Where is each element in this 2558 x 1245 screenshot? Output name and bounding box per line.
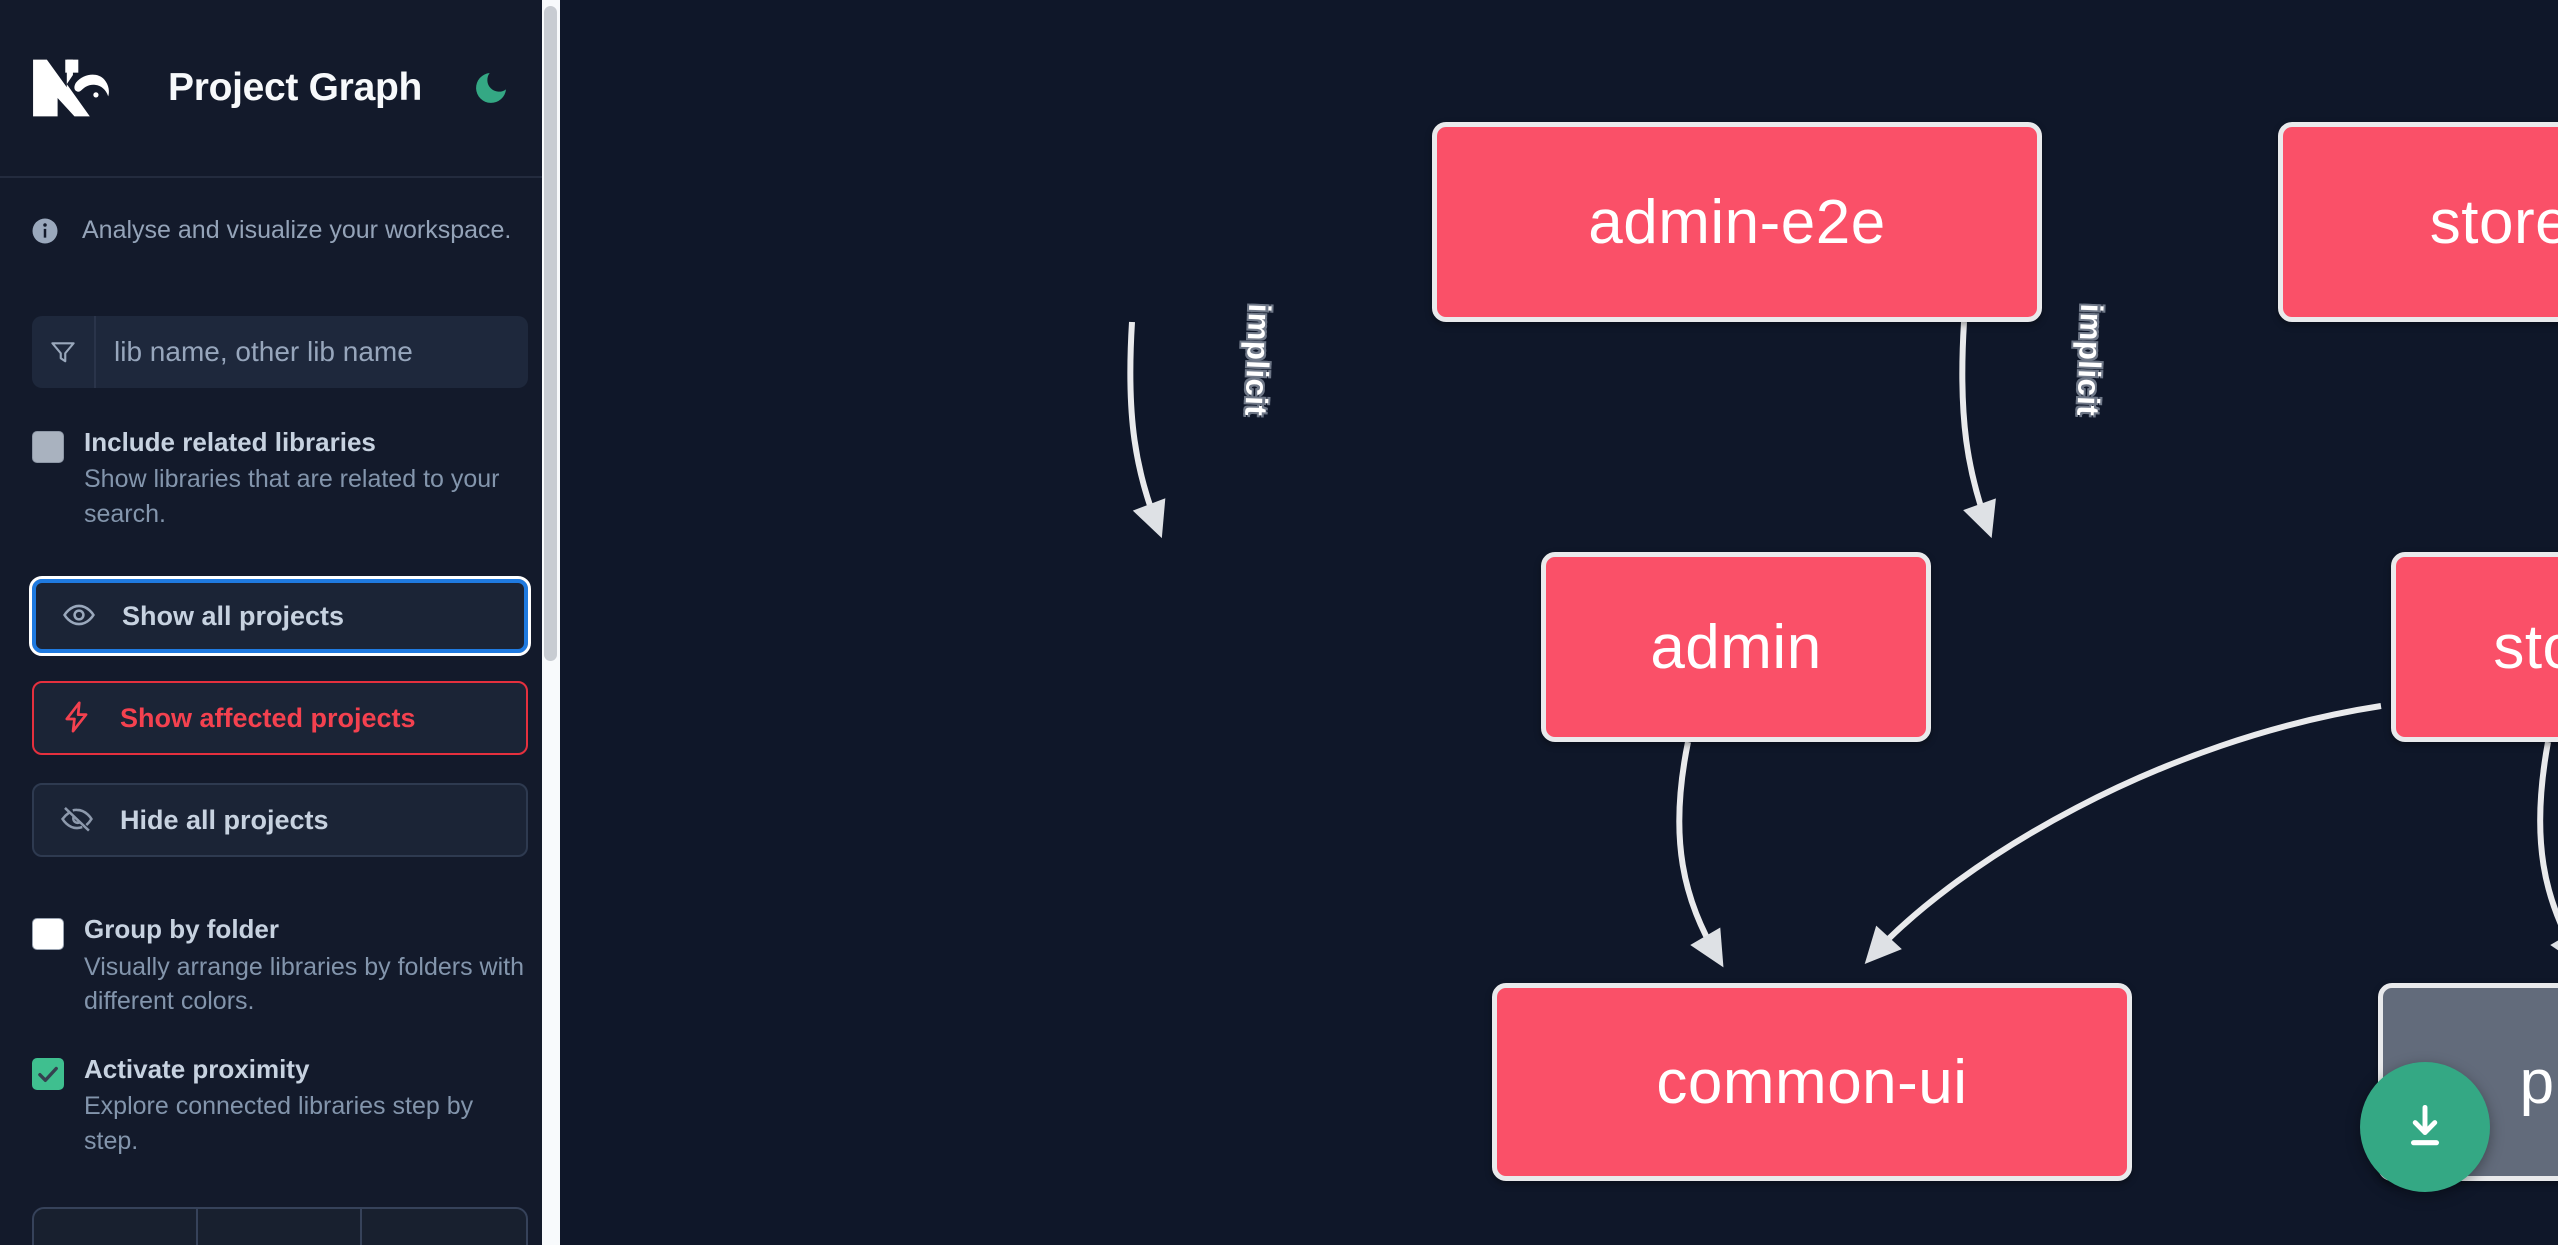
graph-node-store[interactable]: store — [2391, 552, 2558, 742]
option-label: Activate proximity — [84, 1053, 310, 1084]
lightning-icon — [60, 700, 94, 737]
group-by-folder-checkbox[interactable] — [32, 918, 64, 951]
option-description: Explore connected libraries step by step… — [84, 1092, 474, 1155]
segment-1[interactable] — [34, 1209, 198, 1245]
include-related-libraries-checkbox[interactable] — [32, 430, 64, 463]
activate-proximity-checkbox[interactable] — [32, 1057, 64, 1090]
edge-store-to-common-ui — [1864, 703, 2382, 964]
graph-node-store-e2e[interactable]: store-e2e — [2278, 122, 2558, 322]
button-label: Show affected projects — [120, 702, 416, 733]
graph-node-common-ui[interactable]: common-ui — [1492, 983, 2132, 1181]
download-image-button[interactable] — [2360, 1062, 2490, 1192]
info-icon — [30, 216, 60, 246]
button-label: Hide all projects — [120, 804, 329, 835]
filter-icon — [32, 315, 96, 388]
workspace-info: Analyse and visualize your workspace. — [0, 178, 560, 248]
edge-store-to-products — [2537, 741, 2558, 968]
option-group-by-folder[interactable]: Group by folder Visually arrange librari… — [0, 857, 560, 1019]
option-description: Visually arrange libraries by folders wi… — [84, 952, 525, 1016]
eye-off-icon — [60, 802, 94, 839]
moon-icon[interactable] — [468, 65, 514, 111]
option-label: Include related libraries — [84, 426, 376, 457]
graph-canvas[interactable]: implicit implicit admin-e2e store-e2e ad… — [560, 0, 2558, 1245]
sidebar-scrollbar[interactable] — [544, 6, 557, 661]
edge-admin-to-common-ui — [1676, 741, 1724, 968]
graph-edges — [1127, 321, 2558, 968]
page-title: Project Graph — [168, 66, 422, 109]
option-label: Group by folder — [84, 914, 279, 945]
proximity-step-segmented-control[interactable] — [32, 1207, 528, 1245]
search-field[interactable] — [32, 315, 528, 388]
button-label: Show all projects — [122, 600, 345, 631]
option-activate-proximity[interactable]: Activate proximity Explore connected lib… — [0, 1019, 560, 1159]
sidebar-scrollbar-track[interactable] — [542, 0, 560, 1245]
sidebar: Project Graph Analyse and visualize your… — [0, 0, 560, 1245]
segment-3[interactable] — [362, 1209, 526, 1245]
eye-icon — [62, 598, 96, 635]
hide-all-projects-button[interactable]: Hide all projects — [32, 783, 528, 858]
segment-2[interactable] — [198, 1209, 362, 1245]
nx-logo-icon — [30, 55, 122, 121]
show-all-projects-button[interactable]: Show all projects — [29, 576, 531, 657]
visibility-button-group: Show all projects Show affected projects — [0, 531, 560, 858]
edge-admin-e2e-to-admin — [1127, 321, 1166, 539]
graph-node-admin[interactable]: admin — [1541, 552, 1931, 742]
option-description: Show libraries that are related to your … — [84, 465, 500, 528]
search-input[interactable] — [96, 315, 528, 388]
workspace-info-text: Analyse and visualize your workspace. — [82, 216, 512, 244]
edge-store-e2e-to-store — [1959, 321, 1996, 539]
graph-node-admin-e2e[interactable]: admin-e2e — [1432, 122, 2042, 322]
show-affected-projects-button[interactable]: Show affected projects — [32, 681, 528, 756]
option-include-related-libraries[interactable]: Include related libraries Show libraries… — [0, 388, 560, 532]
sidebar-header: Project Graph — [0, 0, 560, 178]
